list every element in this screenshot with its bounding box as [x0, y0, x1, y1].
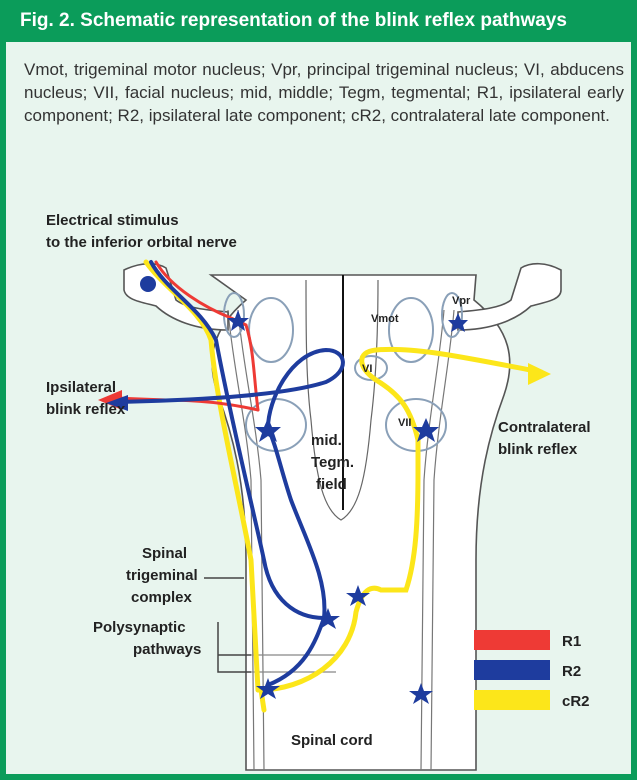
vpr-label: Vpr [452, 295, 471, 307]
legend-swatch-r2 [474, 660, 550, 680]
ipsilateral-label-line2: blink reflex [46, 401, 126, 418]
stimulus-label-line1: Electrical stimulus [46, 212, 179, 229]
mid-label-line2: Tegm. [311, 454, 354, 471]
contralateral-label-line1: Contralateral [498, 419, 591, 436]
blink-reflex-diagram: Electrical stimulus to the inferior orbi… [6, 0, 637, 780]
spinal-cord-label: Spinal cord [291, 732, 373, 749]
ipsilateral-label-line1: Ipsilateral [46, 379, 116, 396]
contralateral-arrow-icon [528, 363, 551, 385]
label-leaders [204, 578, 251, 672]
vii-label: VII [398, 417, 411, 429]
spinal-label-line3: complex [131, 589, 193, 606]
mid-label-line3: field [316, 476, 347, 493]
spinal-label-line1: Spinal [142, 545, 187, 562]
legend-label-r2: R2 [562, 663, 581, 680]
legend-swatch-r1 [474, 630, 550, 650]
legend-swatch-cr2 [474, 690, 550, 710]
polysynaptic-label-line1: Polysynaptic [93, 619, 186, 636]
contralateral-label-line2: blink reflex [498, 441, 578, 458]
vmot-label: Vmot [371, 313, 399, 325]
legend-label-r1: R1 [562, 633, 581, 650]
legend-label-cr2: cR2 [562, 693, 590, 710]
spinal-label-line2: trigeminal [126, 567, 198, 584]
ganglion-dot-icon [140, 276, 156, 292]
stimulus-label-line2: to the inferior orbital nerve [46, 234, 237, 251]
polysynaptic-label-line2: pathways [133, 641, 201, 658]
vi-label: VI [362, 363, 372, 375]
mid-label-line1: mid. [311, 432, 342, 449]
legend: R1 R2 cR2 [474, 630, 590, 710]
